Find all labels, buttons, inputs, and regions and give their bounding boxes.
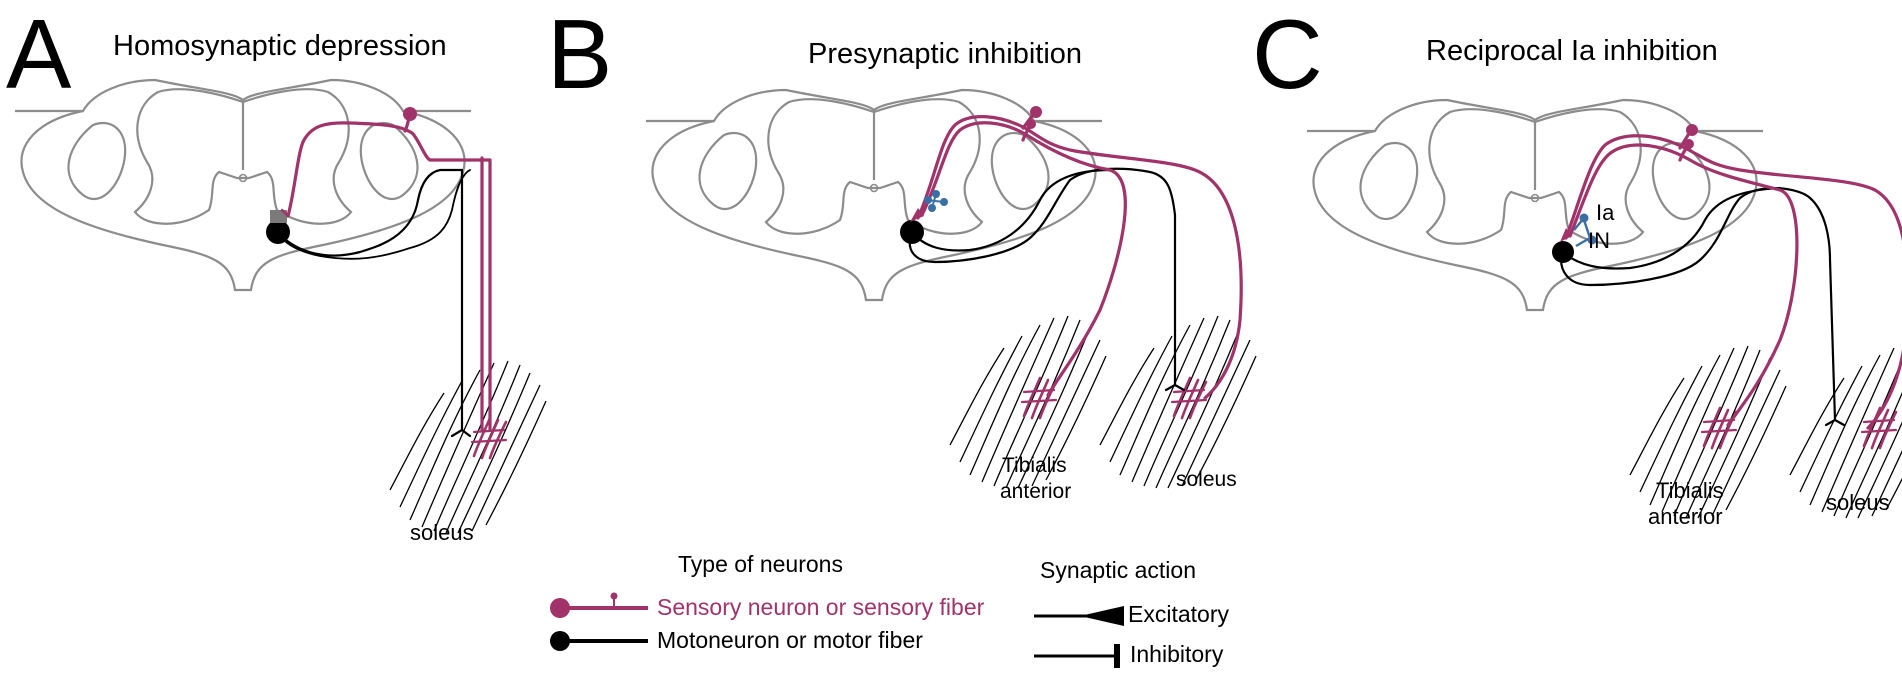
panel-b: B Presynaptic inhibition Tibialis anteri… [547,0,1257,503]
legend: Type of neurons Sensory neuron or sensor… [550,551,1229,668]
spinal-cord-cross-section [13,78,473,292]
interneuron-label: IN [1588,228,1610,253]
motor-fiber [908,167,1186,392]
sensory-soma [1030,106,1042,118]
panel-letter: A [6,0,72,109]
muscle-label: Tibialis [1002,454,1067,477]
sensory-soma [1686,124,1698,136]
motoneuron-soma [1552,241,1574,263]
muscle-label: anterior [1648,504,1723,529]
panel-title: Presynaptic inhibition [808,38,1082,70]
sensory-soma [1684,139,1694,149]
muscle-label: soleus [1176,468,1237,491]
ia-interneuron [1573,213,1597,248]
legend-motor-label: Motoneuron or motor fiber [657,627,923,653]
motor-fiber [276,168,472,438]
synapse-depressed [270,210,287,223]
legend-sensory-label: Sensory neuron or sensory fiber [657,594,985,620]
interneuron-label: Ia [1596,200,1615,225]
panel-letter: C [1252,0,1323,109]
presynaptic-interneuron [924,190,948,212]
muscle-soleus [389,360,547,534]
panel-c: C Reciprocal Ia inhibition Ia IN Tibiali… [1252,0,1902,529]
legend-excitatory: Excitatory [1034,601,1229,627]
muscle-label: soleus [1826,490,1890,515]
sensory-soma [403,107,417,121]
legend-title-neuron-types: Type of neurons [678,551,843,577]
legend-inhibitory: Inhibitory [1034,641,1224,668]
muscle-label: Tibialis [1656,478,1724,503]
legend-title-synaptic-action: Synaptic action [1040,557,1196,583]
excitatory-synapse [910,208,924,222]
sensory-fiber [286,121,492,432]
excitatory-triangle-icon [1080,606,1124,626]
sensory-fiber [916,115,1243,400]
motoneuron-soma [900,220,924,244]
panel-letter: B [547,0,612,109]
motoneuron-soma [266,220,290,244]
excitatory-synapse [1560,228,1572,242]
muscle-label: anterior [1000,480,1071,503]
legend-inhibitory-label: Inhibitory [1130,641,1224,667]
legend-motor: Motoneuron or motor fiber [550,627,923,653]
muscle-label: soleus [410,520,474,545]
sensory-soma [1026,119,1036,129]
panel-a: A Homosynaptic depression soleus [6,0,547,545]
legend-excitatory-label: Excitatory [1128,601,1229,627]
inhibitory-bar-icon [1114,644,1120,668]
panel-title: Reciprocal Ia inhibition [1426,35,1718,67]
legend-sensory: Sensory neuron or sensory fiber [550,592,985,620]
motor-fiber [1560,187,1846,427]
panel-title: Homosynaptic depression [113,30,447,62]
sensory-fiber [1564,134,1902,430]
